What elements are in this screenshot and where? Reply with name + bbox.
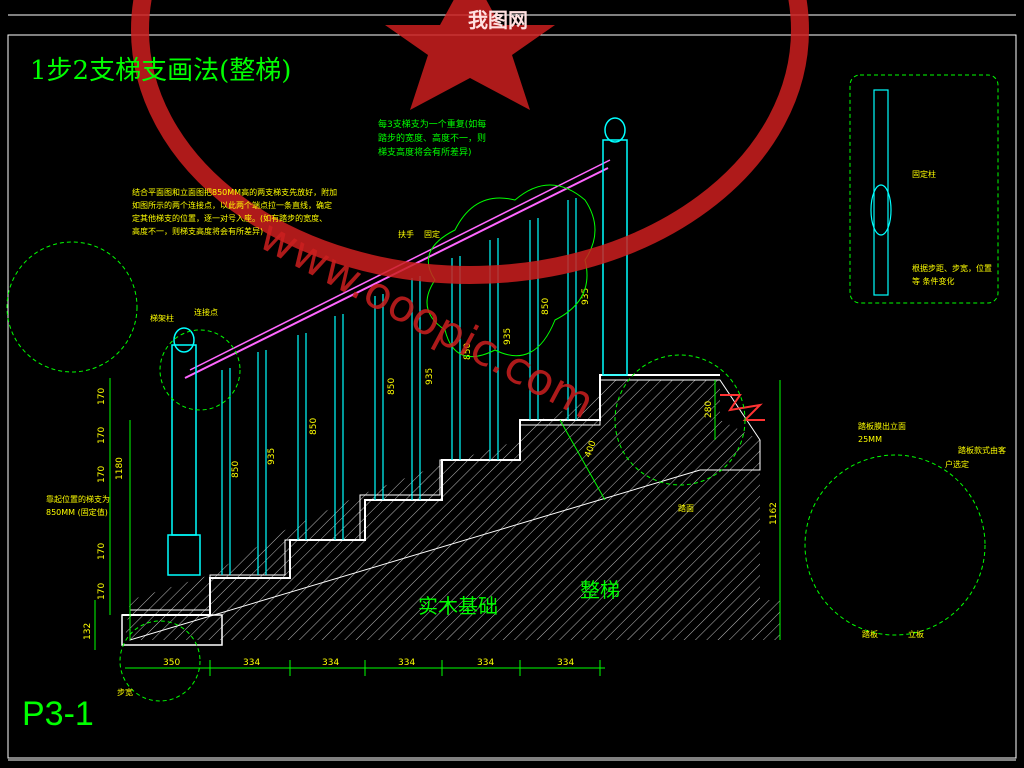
connect-point-circle — [159, 329, 241, 411]
dim-rise-4: 170 — [97, 543, 107, 560]
whole-stair-label: 整梯 — [580, 578, 620, 602]
dim-run-1: 334 — [243, 658, 260, 668]
balusters — [221, 198, 577, 575]
detail-baluster — [870, 89, 892, 296]
dim-850-c: 850 — [387, 378, 397, 395]
dimension-labels: 170 170 170 170 170 1180 132 350 334 334… — [83, 288, 779, 668]
circle-right-label-1: 踏板膜出立面 — [858, 422, 906, 431]
solid-wood-base — [121, 614, 223, 646]
bottom-detail-circle — [119, 620, 201, 702]
dimension-lines — [94, 378, 781, 676]
right-top-detail-box — [849, 74, 999, 304]
dim-riser-total: 1180 — [115, 457, 125, 480]
dim-850-e: 850 — [541, 298, 551, 315]
watermark-brand: 我图网 — [468, 8, 528, 32]
dim-bottom-132: 132 — [83, 623, 93, 640]
dim-850-a: 850 — [231, 461, 241, 478]
left-note-line-4: 高度不一，则梯支高度将会有所差异) — [132, 227, 264, 236]
dim-850-d: 850 — [463, 343, 473, 360]
right-detail-label-2: 根据步距、步宽，位置等 条件变化 — [912, 264, 992, 286]
drawing-title: 1步2支梯支画法(整梯) — [30, 56, 292, 86]
dim-850-b: 850 — [309, 418, 319, 435]
repeat-note-line-1: 每3支梯支为一个重复(如每 — [378, 120, 487, 130]
dim-first-run: 350 — [163, 658, 180, 668]
dim-section-280: 280 — [704, 401, 714, 418]
left-note-line-1: 结合平面图和立面图把850MM高的两支梯支先放好，附加 — [132, 188, 338, 197]
dim-run-3: 334 — [398, 658, 415, 668]
watermark — [131, 0, 809, 284]
repeat-note-line-3: 梯支高度将会有所差异) — [378, 148, 472, 158]
solid-wood-base-label: 实木基础 — [418, 594, 498, 618]
dim-run-5: 334 — [557, 658, 574, 668]
circle-right-label-4: 户选定 — [945, 460, 969, 469]
handrail-cloud — [426, 184, 596, 358]
bottom-left-note-2: 850MM (固定值) — [46, 508, 108, 517]
section-detail-circle — [614, 354, 746, 486]
left-note: 结合平面图和立面图把850MM高的两支梯支先放好，附加 如图所示的两个连接点，以… — [132, 186, 337, 238]
fixing-label: 固定 — [424, 230, 440, 239]
circle-right-label-3: 踏板款式由客 — [958, 446, 1006, 455]
stair-profile — [122, 374, 720, 616]
dim-rise-1: 170 — [97, 388, 107, 405]
drawing-frame — [7, 34, 1017, 759]
sheet-code: P3-1 — [22, 695, 94, 733]
left-detail-circle — [6, 241, 138, 373]
dim-935-d: 935 — [581, 288, 591, 305]
newel-label: 梯架柱 — [150, 314, 174, 323]
step-width-label: 步宽 — [117, 688, 133, 697]
handrail-label: 扶手 — [398, 230, 414, 239]
repeat-note: 每3支梯支为一个重复(如每 踏步的宽度、高度不一，则 梯支高度将会有所差异) — [378, 118, 486, 160]
right-detail-circle — [804, 454, 986, 636]
circle-bottom-label-1: 踏板 — [862, 630, 878, 639]
dim-935-c: 935 — [503, 328, 513, 345]
tread-top-label: 踏面 — [678, 504, 694, 513]
left-note-line-3: 定其他梯支的位置，逐一对号入座。(如有踏步的宽度、 — [132, 214, 328, 223]
dim-run-2: 334 — [322, 658, 339, 668]
dim-rise-5: 170 — [97, 583, 107, 600]
dim-rise-3: 170 — [97, 466, 107, 483]
dim-run-4: 334 — [477, 658, 494, 668]
stair-body-hatch — [125, 380, 780, 640]
break-symbol — [720, 394, 765, 421]
connect-point-label: 连接点 — [194, 308, 218, 317]
dim-rise-2: 170 — [97, 427, 107, 444]
repeat-note-line-2: 踏步的宽度、高度不一，则 — [378, 134, 487, 144]
bottom-left-note-1: 靠起位置的梯支为 — [46, 495, 110, 504]
dim-935-a: 935 — [267, 448, 277, 465]
left-note-line-2: 如图所示的两个连接点，以此两个端点拉一条直线，确定 — [132, 201, 332, 210]
right-detail-label-1: 固定柱 — [912, 170, 936, 179]
circle-bottom-label-2: 立板 — [908, 630, 924, 639]
circle-right-label-2: 25MM — [858, 435, 882, 444]
dim-935-b: 935 — [425, 368, 435, 385]
bottom-newel-post — [167, 327, 201, 576]
dim-right-1162: 1162 — [769, 502, 779, 525]
